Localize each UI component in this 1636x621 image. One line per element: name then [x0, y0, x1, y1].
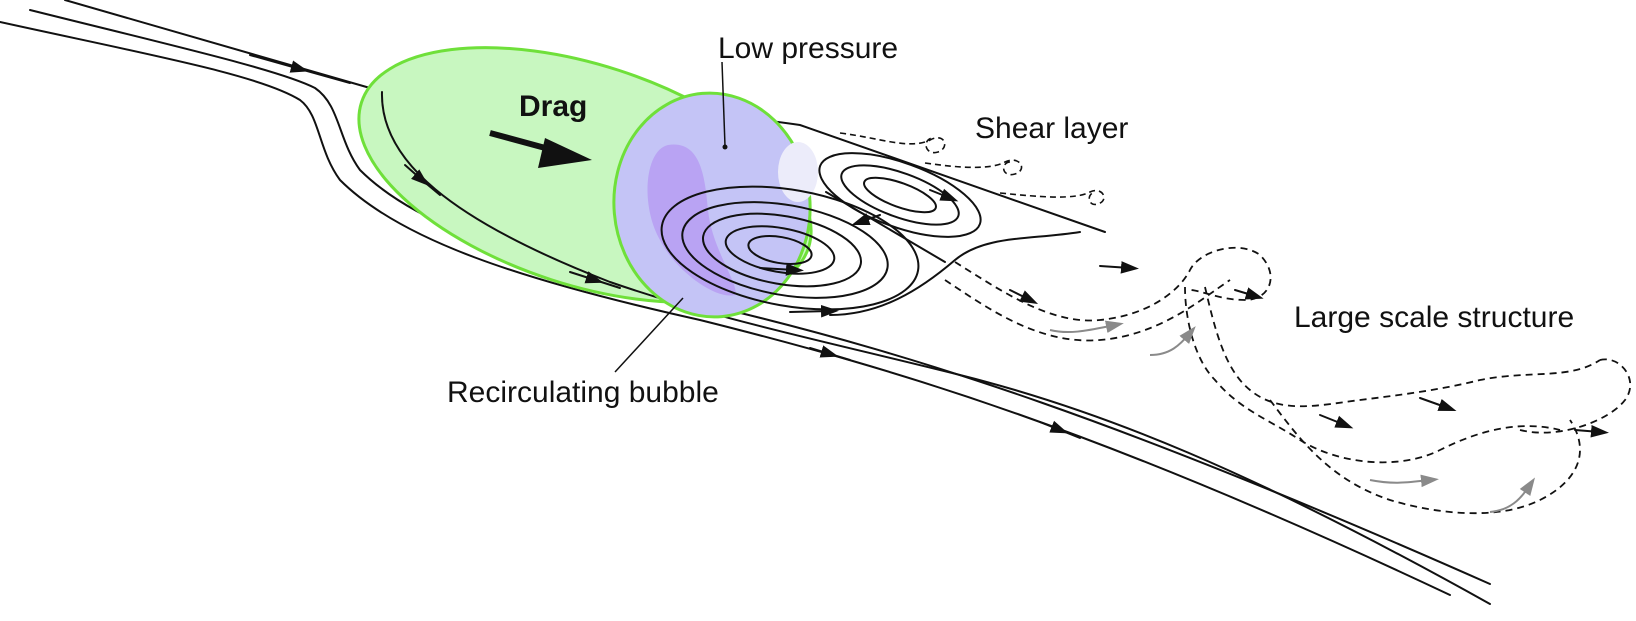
body-streamline-arrow-2: [569, 271, 621, 289]
low-pressure-leader: [721, 61, 726, 147]
label-shear-layer: Shear layer: [975, 112, 1128, 145]
body-streamline: [380, 91, 1491, 605]
bubble-leader: [614, 297, 684, 373]
secondary-vortex: [818, 152, 982, 238]
label-large-scale-structure: Large scale structure: [1294, 301, 1574, 334]
body-streamline-arrow-3: [809, 345, 851, 361]
large-scale-structure: [944, 246, 1632, 515]
outer-streamline-arrow-1: [249, 54, 351, 84]
label-recirculating-bubble: Recirculating bubble: [447, 376, 719, 409]
drag-arrow-head: [538, 138, 592, 168]
body-streamline-arrow-1: [404, 164, 441, 196]
reattach-streamline: [829, 231, 1081, 316]
label-drag: Drag: [519, 90, 587, 123]
separation-streamline: [825, 191, 946, 263]
low-pressure-leader-dot: [722, 144, 728, 150]
recirculating-vortex: [660, 185, 920, 318]
bubble-highlight: [778, 142, 818, 202]
label-low-pressure: Low pressure: [718, 32, 898, 65]
shear-layer-wisps: [839, 132, 1105, 206]
body-streamline-arrow-4: [1039, 420, 1081, 439]
